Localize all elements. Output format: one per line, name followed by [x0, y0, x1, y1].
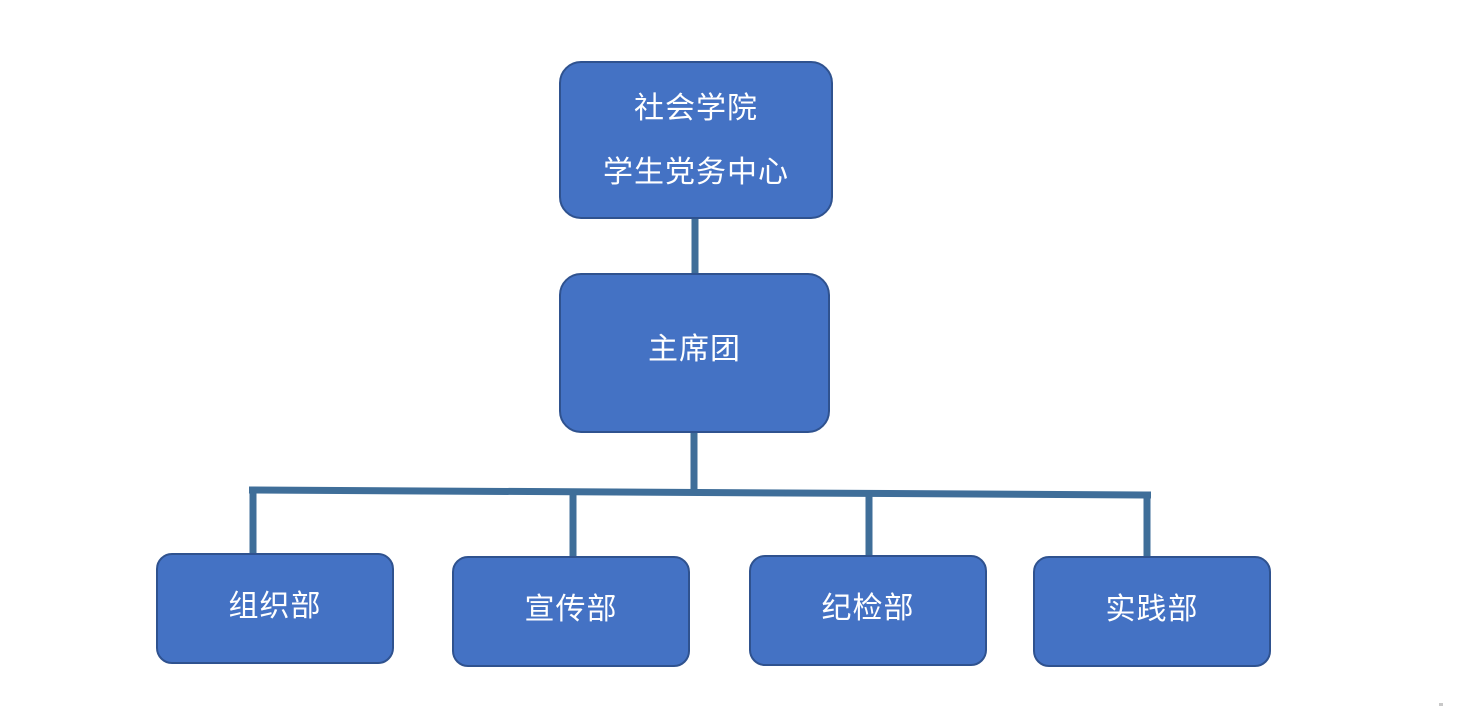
node-level2-label: 主席团 [648, 332, 741, 367]
connector-horizontal-bus [248, 486, 1152, 499]
node-dept-2-label: 宣传部 [524, 591, 618, 627]
node-root-line-1: 社会学院 [634, 91, 758, 126]
node-dept-4-label: 实践部 [1105, 591, 1199, 627]
node-dept-1: 组织部 [156, 553, 394, 664]
node-level2: 主席团 [559, 273, 830, 433]
node-dept-4: 实践部 [1033, 556, 1271, 667]
node-dept-2: 宣传部 [452, 556, 690, 667]
node-dept-3: 纪检部 [749, 555, 987, 666]
node-root: 社会学院 学生党务中心 [559, 61, 833, 219]
node-dept-3-label: 纪检部 [821, 590, 915, 626]
node-dept-1-label: 组织部 [228, 588, 322, 624]
node-root-line-2: 学生党务中心 [603, 155, 789, 190]
corner-mark [1439, 703, 1443, 706]
